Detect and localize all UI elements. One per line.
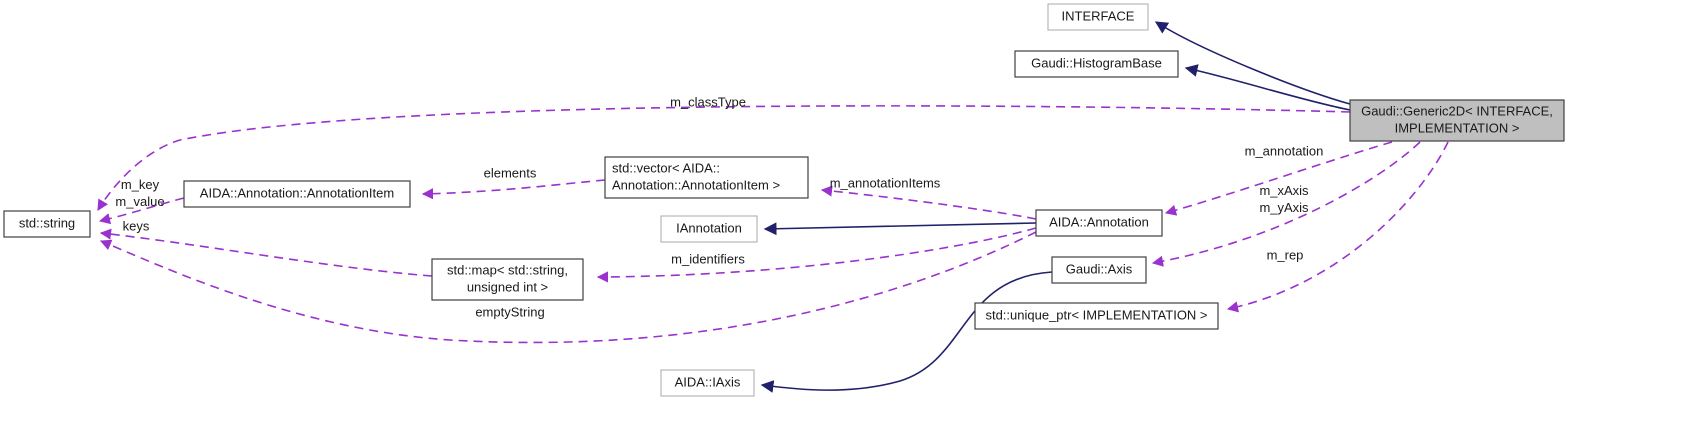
node-label-vector_annotationitem: Annotation::AnnotationItem > bbox=[612, 177, 780, 192]
edge-keys bbox=[99, 228, 433, 277]
node-aida_annotation[interactable]: AIDA::Annotation bbox=[1035, 209, 1163, 237]
node-label-std_map: std::map< std::string, bbox=[447, 262, 568, 277]
node-label-gaudi_axis: Gaudi::Axis bbox=[1066, 261, 1133, 276]
node-label-histogrambase: Gaudi::HistogramBase bbox=[1031, 55, 1162, 70]
node-box-vector_annotationitem bbox=[604, 156, 809, 199]
edge-emptystring bbox=[99, 231, 1037, 344]
edge-histogrambase-generic2d bbox=[1184, 64, 1351, 111]
node-annotationitem[interactable]: AIDA::Annotation::AnnotationItem bbox=[183, 180, 411, 208]
edge-annotation-ref bbox=[1164, 141, 1393, 216]
node-iannotation[interactable]: IAnnotation bbox=[660, 215, 758, 243]
edge-elements bbox=[421, 179, 606, 200]
edge-label-classtype: m_classType bbox=[670, 94, 746, 109]
edge-iaxis-axis bbox=[760, 271, 1053, 393]
edge-labels-layer: m_classType elements m_annotationItems m_ke… bbox=[115, 94, 1323, 319]
node-box-histogrambase bbox=[1014, 50, 1179, 78]
node-label-std_string: std::string bbox=[19, 215, 75, 230]
edge-m_key_m_value bbox=[98, 197, 185, 225]
node-unique_ptr[interactable]: std::unique_ptr< IMPLEMENTATION > bbox=[974, 302, 1219, 330]
node-histogrambase[interactable]: Gaudi::HistogramBase bbox=[1014, 50, 1179, 78]
node-box-generic2d bbox=[1349, 99, 1565, 142]
node-aida_iaxis[interactable]: AIDA::IAxis bbox=[660, 369, 755, 397]
edge-iannotation-annotation bbox=[763, 222, 1037, 236]
node-label-aida_annotation: AIDA::Annotation bbox=[1049, 214, 1149, 229]
node-box-iannotation bbox=[660, 215, 758, 243]
node-box-unique_ptr bbox=[974, 302, 1219, 330]
node-label-annotationitem: AIDA::Annotation::AnnotationItem bbox=[200, 185, 394, 200]
edge-label-axis-ref: m_xAxis bbox=[1259, 183, 1309, 198]
edge-label-annotationitems: m_annotationItems bbox=[830, 175, 941, 190]
edges-layer bbox=[97, 21, 1449, 393]
node-label-aida_iaxis: AIDA::IAxis bbox=[675, 374, 741, 389]
node-std_string[interactable]: std::string bbox=[3, 210, 91, 238]
edge-rep-ref bbox=[1226, 141, 1449, 313]
node-label-iannotation: IAnnotation bbox=[676, 220, 742, 235]
edge-axis-ref bbox=[1151, 141, 1421, 267]
node-box-std_string bbox=[3, 210, 91, 238]
node-box-annotationitem bbox=[183, 180, 411, 208]
node-vector_annotationitem[interactable]: std::vector< AIDA::Annotation::Annotatio… bbox=[604, 156, 809, 199]
node-label-interface: INTERFACE bbox=[1062, 8, 1135, 23]
node-gaudi_axis[interactable]: Gaudi::Axis bbox=[1051, 256, 1147, 284]
node-label-generic2d: IMPLEMENTATION > bbox=[1395, 120, 1520, 135]
nodes-layer: INTERFACEGaudi::HistogramBaseGaudi::Gene… bbox=[3, 3, 1565, 397]
edge-label-identifiers: m_identifiers bbox=[671, 251, 745, 266]
edge-label-axis-ref: m_yAxis bbox=[1259, 200, 1309, 215]
node-label-vector_annotationitem: std::vector< AIDA:: bbox=[612, 160, 720, 175]
edge-label-emptystring: emptyString bbox=[475, 304, 544, 319]
edge-label-elements: elements bbox=[484, 165, 537, 180]
edge-annotationitems bbox=[820, 185, 1037, 220]
node-box-gaudi_axis bbox=[1051, 256, 1147, 284]
node-box-std_map bbox=[431, 258, 584, 301]
edge-label-keys: keys bbox=[123, 218, 150, 233]
edge-interface-generic2d bbox=[1154, 21, 1351, 105]
node-label-unique_ptr: std::unique_ptr< IMPLEMENTATION > bbox=[985, 307, 1207, 322]
node-box-aida_iaxis bbox=[660, 369, 755, 397]
node-box-interface bbox=[1047, 3, 1149, 31]
edge-label-rep-ref: m_rep bbox=[1267, 247, 1304, 262]
edge-identifiers bbox=[596, 227, 1037, 283]
edge-label-m_key_m_value: m_value bbox=[115, 194, 164, 209]
node-interface[interactable]: INTERFACE bbox=[1047, 3, 1149, 31]
node-label-generic2d: Gaudi::Generic2D< INTERFACE, bbox=[1361, 103, 1553, 118]
edge-label-m_key_m_value: m_key bbox=[121, 177, 160, 192]
node-std_map[interactable]: std::map< std::string,unsigned int > bbox=[431, 258, 584, 301]
node-box-aida_annotation bbox=[1035, 209, 1163, 237]
edge-label-annotation-ref: m_annotation bbox=[1245, 143, 1324, 158]
node-generic2d[interactable]: Gaudi::Generic2D< INTERFACE,IMPLEMENTATI… bbox=[1349, 99, 1565, 142]
node-label-std_map: unsigned int > bbox=[467, 279, 548, 294]
